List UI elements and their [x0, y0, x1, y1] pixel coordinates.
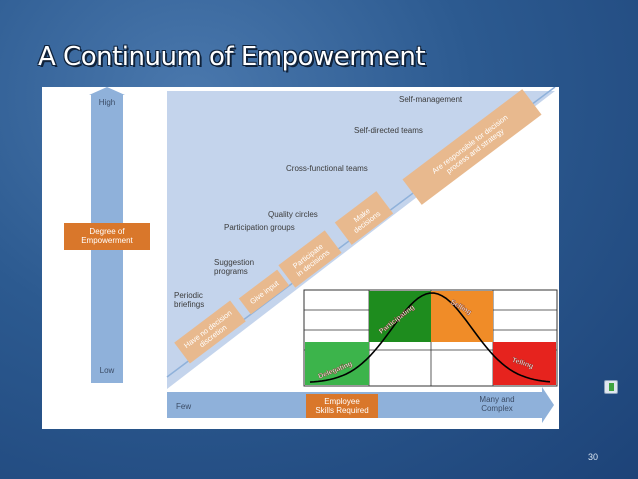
- slide-title: A Continuum of Empowerment: [38, 42, 426, 72]
- page-number: 30: [588, 452, 599, 462]
- horizontal-axis-label-text-line: Employee: [324, 397, 360, 406]
- program-label-2-line: programs: [214, 267, 248, 276]
- horizontal-axis-few: Few: [176, 402, 191, 411]
- vertical-axis-high: High: [99, 98, 115, 107]
- horizontal-axis-label-text-line: Skills Required: [315, 406, 368, 415]
- vertical-axis-low: Low: [100, 366, 115, 375]
- program-label-5: Cross-functional teams: [286, 164, 368, 173]
- step-box: [402, 89, 542, 205]
- program-label-4-line: Quality circles: [268, 210, 318, 219]
- horizontal-axis-label-box: [306, 394, 378, 418]
- program-label-1-line: briefings: [174, 300, 204, 309]
- inset-bell-curve: [309, 292, 551, 383]
- step-box: [174, 300, 246, 364]
- program-label-6-line: Self-directed teams: [354, 126, 423, 135]
- step-3: Participatein decisions: [278, 230, 342, 288]
- program-label-2-line: Suggestion: [214, 258, 254, 267]
- step-box: [334, 191, 394, 245]
- program-label-3: Participation groups: [224, 223, 295, 232]
- program-label-1-line: Periodic: [174, 291, 203, 300]
- vertical-axis-label-box: [64, 223, 150, 250]
- program-label-4: Quality circles: [268, 210, 318, 219]
- horizontal-axis-many-text-line: Many and: [479, 395, 514, 404]
- program-label-7: Self-management: [399, 95, 463, 104]
- step-4: Makedecisions: [334, 191, 394, 245]
- navigation-button[interactable]: [604, 380, 618, 394]
- vertical-axis-label-text-line: Degree of: [89, 227, 125, 236]
- program-label-7-line: Self-management: [399, 95, 463, 104]
- step-box: [278, 230, 342, 288]
- quadrant-telling: [493, 342, 556, 385]
- horizontal-axis-many-text-line: Complex: [481, 404, 513, 413]
- program-label-5-line: Cross-functional teams: [286, 164, 368, 173]
- program-label-3-line: Participation groups: [224, 223, 295, 232]
- program-label-6: Self-directed teams: [354, 126, 423, 135]
- quadrant-delegating: [305, 342, 369, 385]
- vertical-axis-label-text-line: Empowerment: [81, 236, 133, 245]
- step-box: [238, 269, 290, 315]
- quadrant-selling: [431, 291, 493, 342]
